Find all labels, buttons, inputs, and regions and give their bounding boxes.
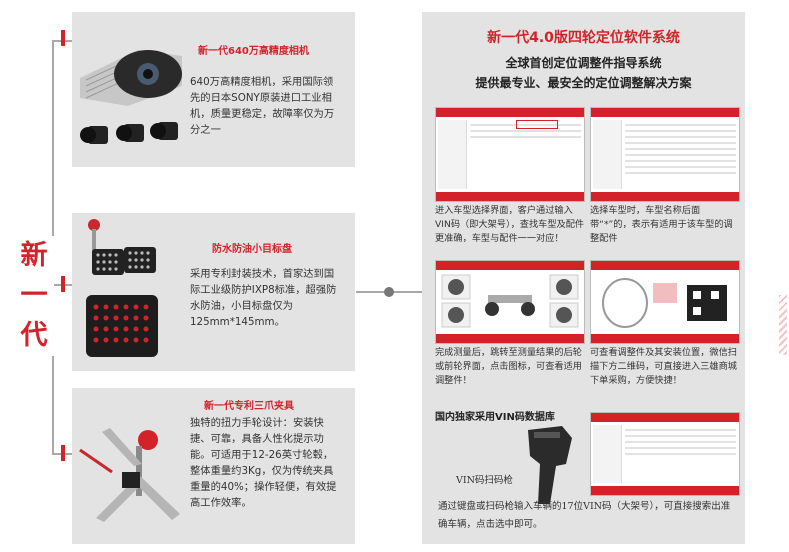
section-title-vertical: 新一代 — [14, 236, 54, 356]
target-description: 采用专利封装技术，首家达到国际工业级防护IXP8标准，超强防水防油，小目标盘仅为… — [190, 268, 337, 328]
clamp-title: 新一代专利三爪夹具 — [204, 401, 294, 412]
caption-adjustment-part: 可查看调整件及其安装位置，微信扫描下方二维码，可直接进入三雄商城下单采购，方便快… — [590, 347, 737, 386]
screenshot-model-list — [590, 107, 740, 202]
target-title: 防水防油小目标盘 — [212, 244, 292, 255]
caption-vehicle-selection: 进入车型选择界面，客户通过输入VIN码（即大架号），查找车型及配件更准确，车型与… — [435, 205, 585, 244]
camera-image — [80, 50, 182, 144]
vin-scanner-image — [528, 426, 572, 504]
software-title: 新一代4.0版四轮定位软件系统 — [487, 30, 680, 46]
screenshot-adjustment-part — [590, 260, 740, 344]
software-subtitle-2: 提供最专业、最安全的定位调整解决方案 — [475, 76, 692, 90]
target-image — [86, 219, 158, 357]
target-panel: 防水防油小目标盘 采用专利封装技术，首家达到国际工业级防护IXP8标准，超强防水… — [72, 213, 355, 371]
caption-model-list: 选择车型时，车型名称后面带“*”的，表示有适用于该车型的调整配件 — [590, 205, 733, 244]
clamp-panel: 新一代专利三爪夹具 独特的扭力手轮设计：安装快捷、可靠，具备人性化提示功能。可适… — [72, 388, 355, 544]
clamp-image — [79, 428, 180, 522]
red-marker-2 — [61, 276, 65, 292]
screenshot-vin-input — [590, 412, 740, 496]
camera-panel: 新一代640万高精度相机 640万高精度相机，采用国际领先的日本SONY原装进口… — [72, 12, 355, 167]
connector-dot — [384, 287, 394, 297]
vin-scanner-label: VIN码扫码枪 — [456, 475, 513, 486]
caption-measurement-result: 完成测量后，跳转至测量结果的后轮或前轮界面，点击图标，可查看适用调整件！ — [435, 347, 582, 386]
camera-description: 640万高精度相机，采用国际领先的日本SONY原装进口工业相机，质量更稳定，故障… — [190, 76, 335, 136]
vin-description: 通过键盘或扫码枪输入车辆的17位VIN码（大架号），可直接搜索出准确车辆，点击选… — [438, 501, 731, 530]
red-marker-1 — [61, 30, 65, 46]
software-panel: 新一代4.0版四轮定位软件系统 全球首创定位调整件指导系统 提供最专业、最安全的… — [422, 12, 745, 544]
screenshot-measurement-result — [435, 260, 585, 344]
software-subtitle-1: 全球首创定位调整件指导系统 — [505, 56, 662, 70]
clamp-description: 独特的扭力手轮设计：安装快捷、可靠，具备人性化提示功能。可适用于12-26英寸轮… — [190, 417, 337, 509]
screenshot-vehicle-selection — [435, 107, 585, 202]
camera-title: 新一代640万高精度相机 — [198, 46, 309, 57]
vin-database-title: 国内独家采用VIN码数据库 — [435, 412, 555, 423]
decorative-stripes — [779, 295, 787, 355]
red-marker-3 — [61, 445, 65, 461]
